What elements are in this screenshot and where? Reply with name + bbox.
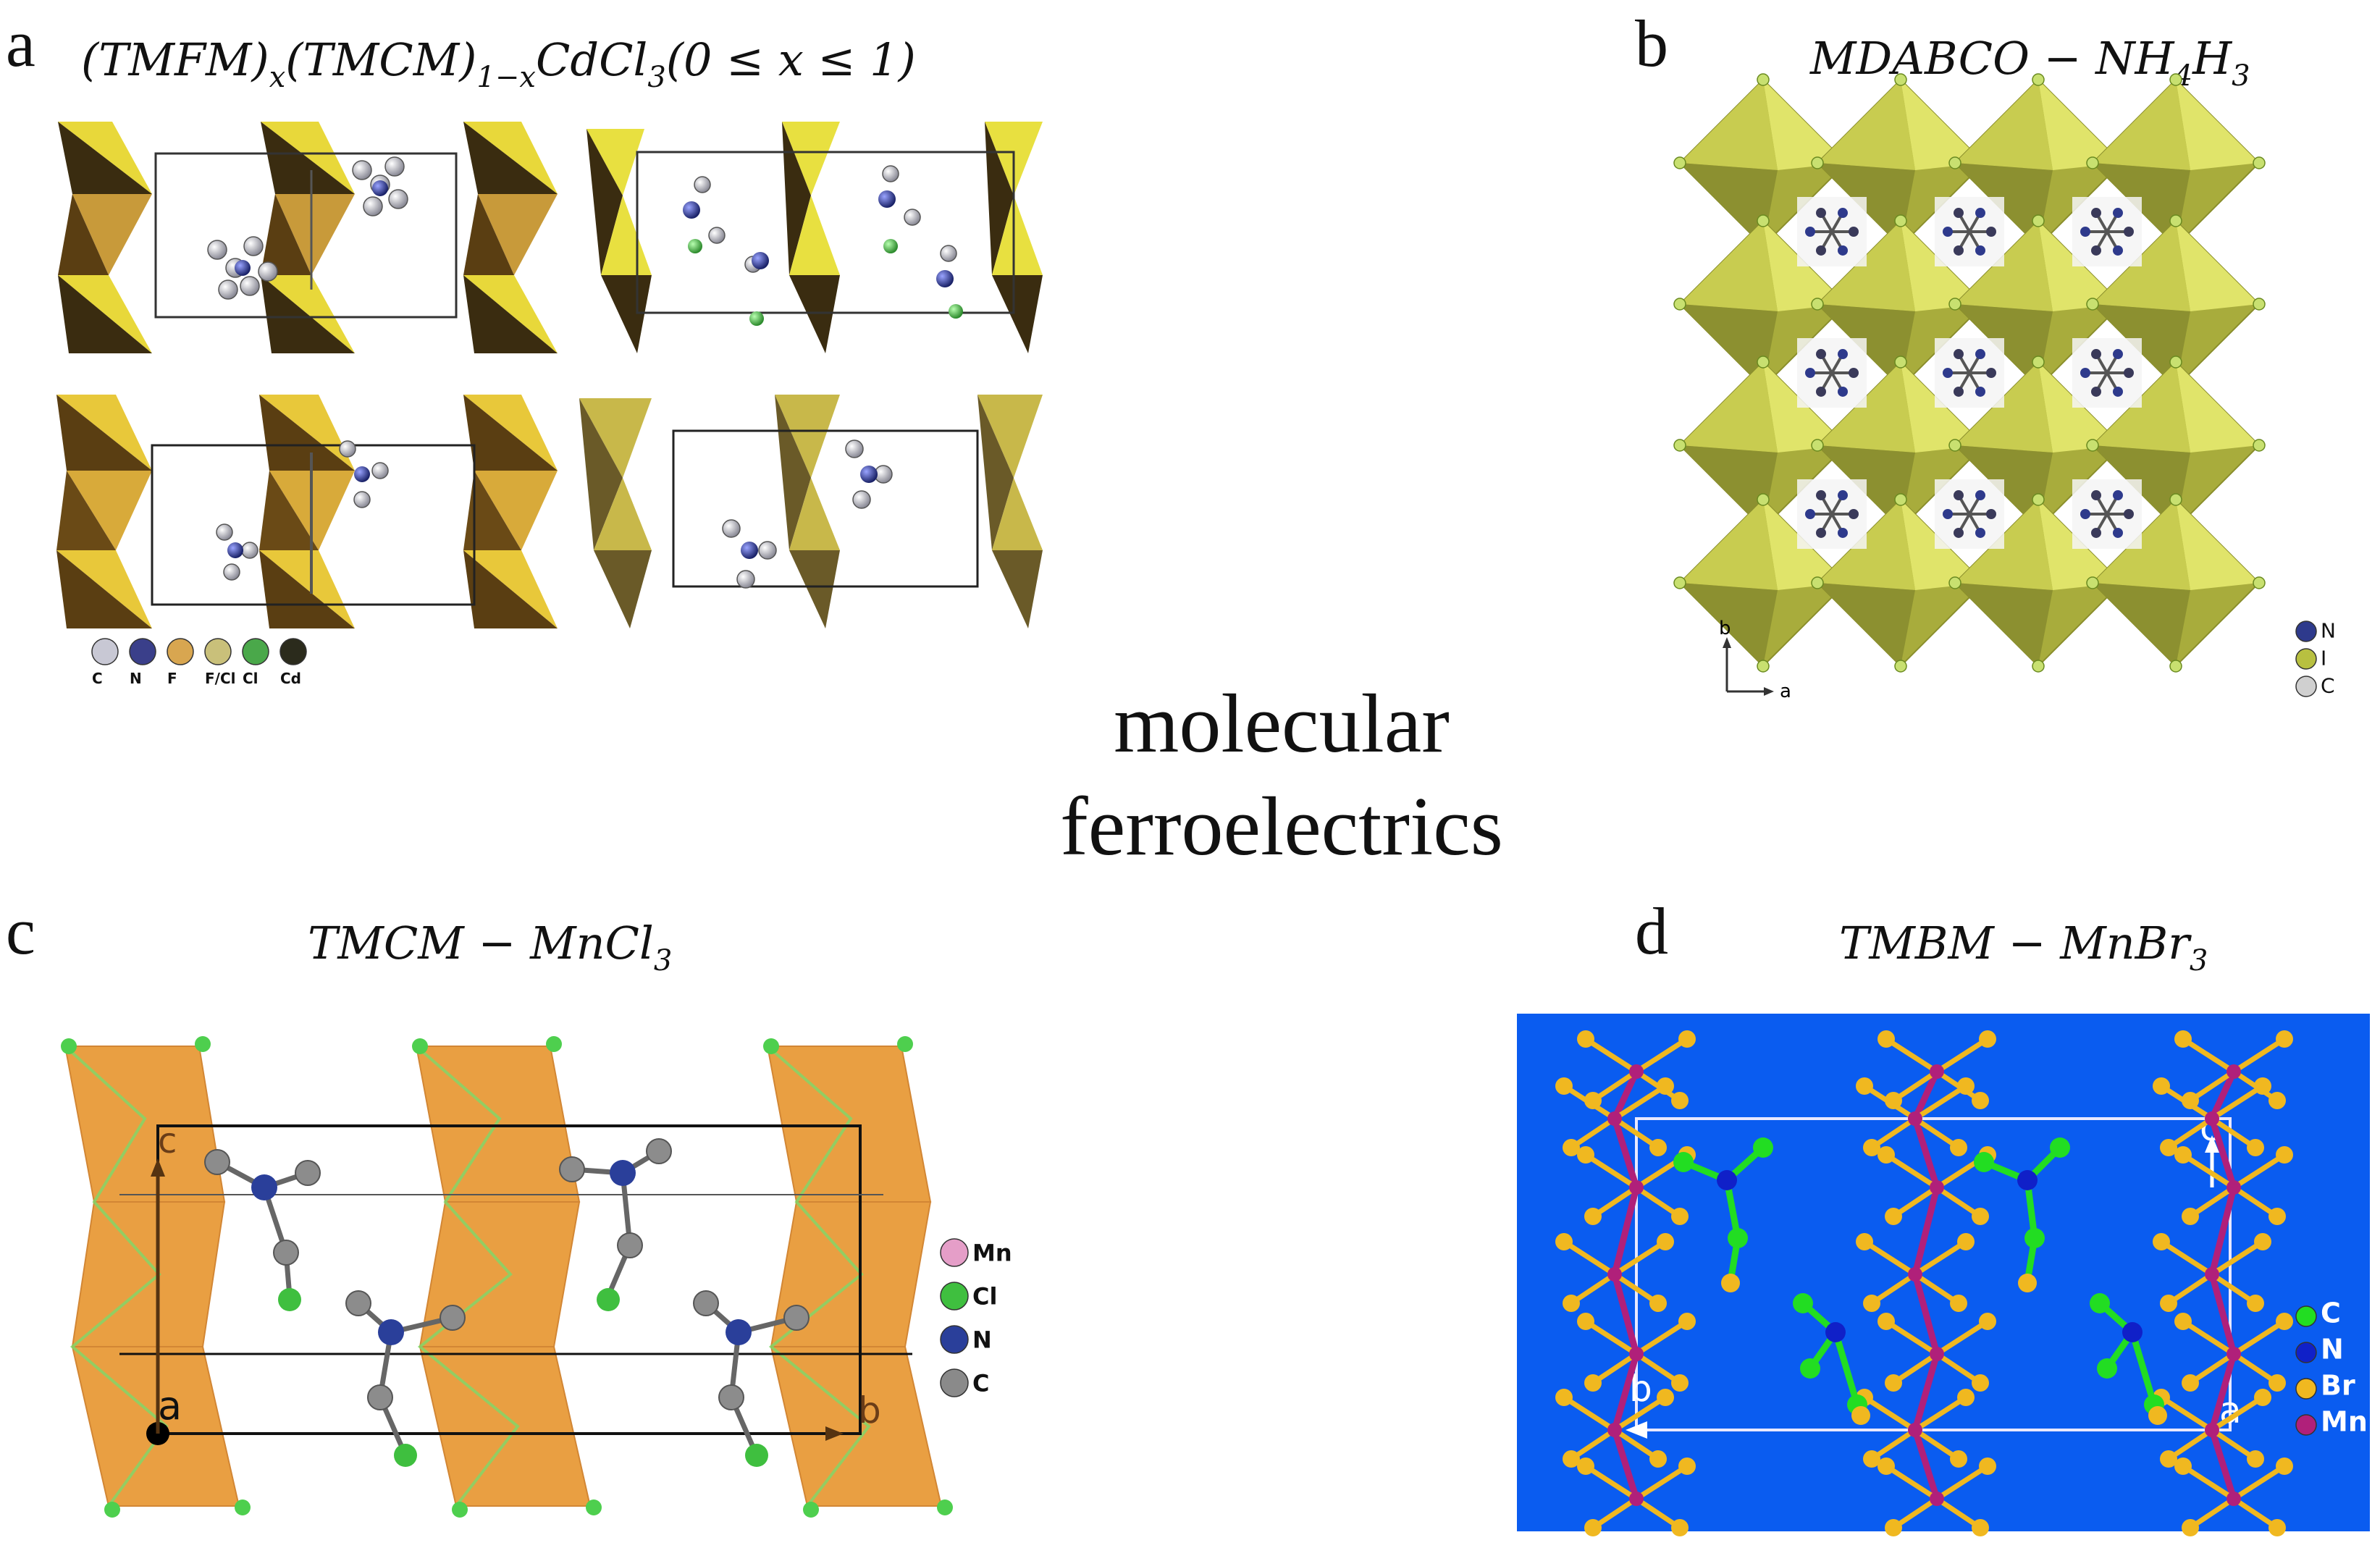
legend-swatch-d-0 [2295, 1305, 2317, 1327]
legend-swatch-d-3 [2295, 1414, 2317, 1436]
legend-label-d-0: C [2321, 1297, 2341, 1329]
panel-letter-a: a [6, 7, 35, 80]
panel-a-bottom-row [56, 395, 1043, 628]
legend-label-c-2: N [972, 1326, 992, 1353]
legend-label-c-1: Cl [972, 1282, 997, 1310]
legend-label-a-5: Cd [280, 670, 301, 687]
panel-a-top-row [58, 122, 1043, 353]
legend-swatch-a-0 [91, 638, 119, 665]
legend-swatch-c-1 [940, 1282, 969, 1311]
center-title-line2: ferroelectrics [1060, 780, 1503, 873]
legend-label-b-2: C [2321, 673, 2335, 697]
center-title: molecular ferroelectrics [999, 673, 1564, 878]
panel-letter-d: d [1635, 894, 1668, 968]
legend-swatch-d-2 [2295, 1378, 2317, 1400]
legend-swatch-a-1 [129, 638, 156, 665]
legend-label-b-1: I [2321, 646, 2326, 670]
legend-swatch-a-5 [279, 638, 307, 665]
legend-swatch-d-1 [2295, 1342, 2317, 1363]
legend-label-c-3: C [972, 1369, 989, 1397]
legend-label-c-0: Mn [972, 1239, 1012, 1266]
panel-c-molecules [204, 1138, 810, 1467]
legend-swatch-c-2 [940, 1325, 969, 1354]
panel-c-axis-c: c [158, 1121, 177, 1161]
legend-swatch-b-0 [2295, 621, 2317, 642]
legend-label-a-1: N [130, 670, 142, 687]
legend-label-d-3: Mn [2321, 1405, 2368, 1437]
panel-c-axis-a: a [158, 1383, 182, 1429]
formula-d: TMBM − MnBr3 [1839, 917, 2208, 977]
legend-swatch-b-1 [2295, 648, 2317, 670]
panel-b-axis-b: b [1719, 618, 1731, 639]
formula-a: (TMFM)x(TMCM)1−xCdCl3(0 ≤ x ≤ 1) [81, 33, 916, 94]
legend-swatch-c-3 [940, 1368, 969, 1397]
panel-b-structure: b a NIC [1673, 73, 2336, 702]
legend-label-a-4: Cl [243, 670, 258, 687]
panel-c-axis-b: b [858, 1389, 881, 1431]
panel-b-axis-a: a [1780, 681, 1791, 702]
legend-swatch-a-2 [167, 638, 194, 665]
panel-b-legend: NIC [2295, 618, 2336, 697]
panel-d-background [1517, 1014, 2370, 1531]
legend-label-b-0: N [2321, 618, 2336, 642]
legend-swatch-a-3 [204, 638, 232, 665]
panel-letter-c: c [6, 894, 35, 968]
legend-swatch-c-0 [940, 1238, 969, 1267]
legend-swatch-a-4 [242, 638, 269, 665]
legend-label-a-0: C [92, 670, 103, 687]
panel-letter-b: b [1635, 7, 1668, 80]
legend-label-d-1: N [2321, 1333, 2344, 1365]
center-title-line1: molecular [1114, 678, 1450, 770]
legend-label-a-3: F/Cl [205, 670, 236, 687]
formula-c: TMCM − MnCl3 [308, 917, 673, 977]
panel-a-legend: C N F F/Cl Cl Cd [91, 638, 307, 687]
legend-label-a-2: F [167, 670, 177, 687]
panel-a-structure: C N F F/Cl Cl Cd [56, 122, 1043, 687]
panel-b-axes: b a [1719, 618, 1791, 702]
formula-b: MDABCO − NH4H3 [1810, 32, 2250, 93]
legend-label-d-2: Br [2321, 1369, 2355, 1401]
legend-swatch-b-2 [2295, 676, 2317, 697]
